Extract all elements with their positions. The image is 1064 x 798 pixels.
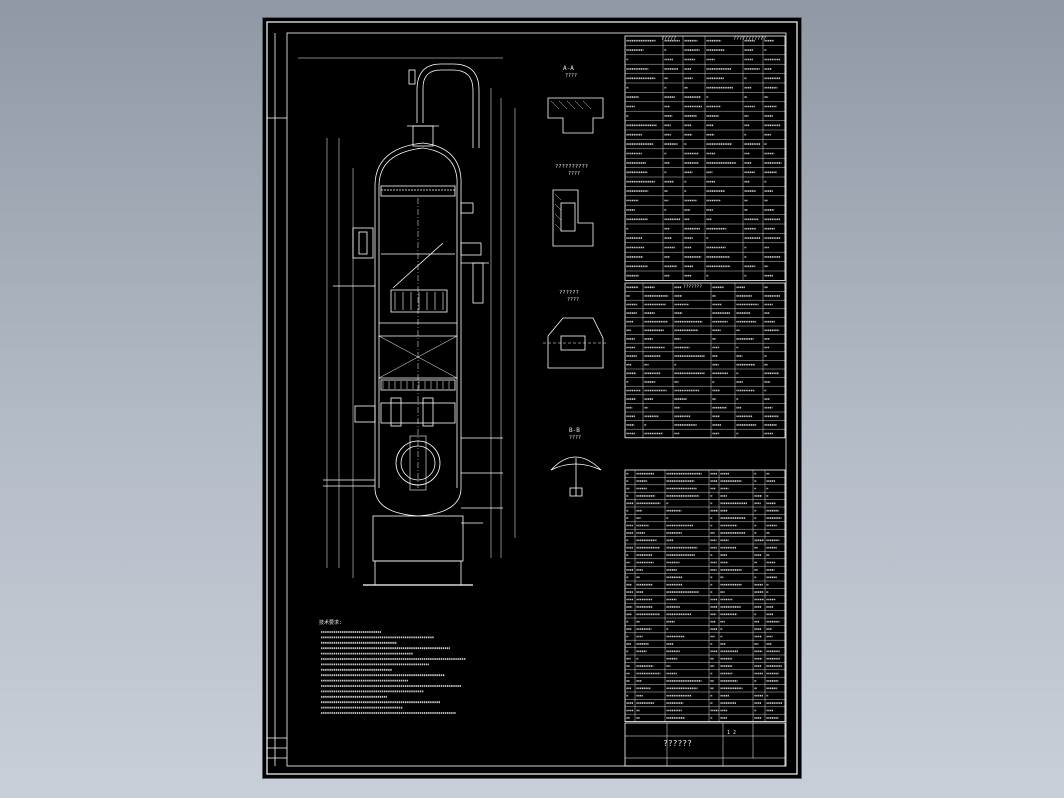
vessel-bottom-head bbox=[374, 487, 462, 517]
inner-frame bbox=[286, 32, 787, 767]
cad-drawing: A-A ???? ?????????? ???? ?????? ???? B-B… bbox=[266, 21, 798, 775]
nozzle-table-title: ??????? bbox=[683, 284, 702, 290]
distributor-upper bbox=[390, 289, 448, 313]
specs-header-right: ??????????? bbox=[733, 36, 766, 42]
distributor-lower bbox=[380, 402, 456, 424]
vessel-elevation bbox=[298, 57, 516, 586]
demister bbox=[380, 185, 456, 197]
specs-header-left: ????? bbox=[661, 36, 676, 42]
data-tables bbox=[321, 35, 786, 767]
section-aa-sub: ???? bbox=[565, 73, 577, 79]
section-bb-label: B-B bbox=[569, 427, 580, 434]
packing-support bbox=[380, 379, 456, 391]
skirt bbox=[372, 515, 464, 562]
revision-mark: 1 2 bbox=[727, 730, 736, 736]
manhole bbox=[395, 440, 441, 486]
drawing-sheet[interactable]: A-A ???? ?????????? ???? ?????? ???? B-B… bbox=[263, 18, 801, 778]
section-3-sub: ???? bbox=[567, 297, 579, 303]
section-2-sub: ???? bbox=[568, 171, 580, 177]
section-3-label: ?????? bbox=[559, 290, 579, 296]
section-aa-label: A-A bbox=[563, 65, 574, 72]
vessel-top-head bbox=[374, 142, 462, 187]
section-bb-sub: ???? bbox=[569, 435, 581, 441]
section-2-label: ?????????? bbox=[555, 164, 588, 170]
section-details: A-A ???? ?????????? ???? ?????? ???? B-B… bbox=[543, 65, 608, 497]
outer-frame bbox=[266, 21, 798, 775]
drawing-title: ?????? bbox=[663, 739, 692, 748]
technical-notes-title: 技术要求: bbox=[319, 619, 342, 626]
